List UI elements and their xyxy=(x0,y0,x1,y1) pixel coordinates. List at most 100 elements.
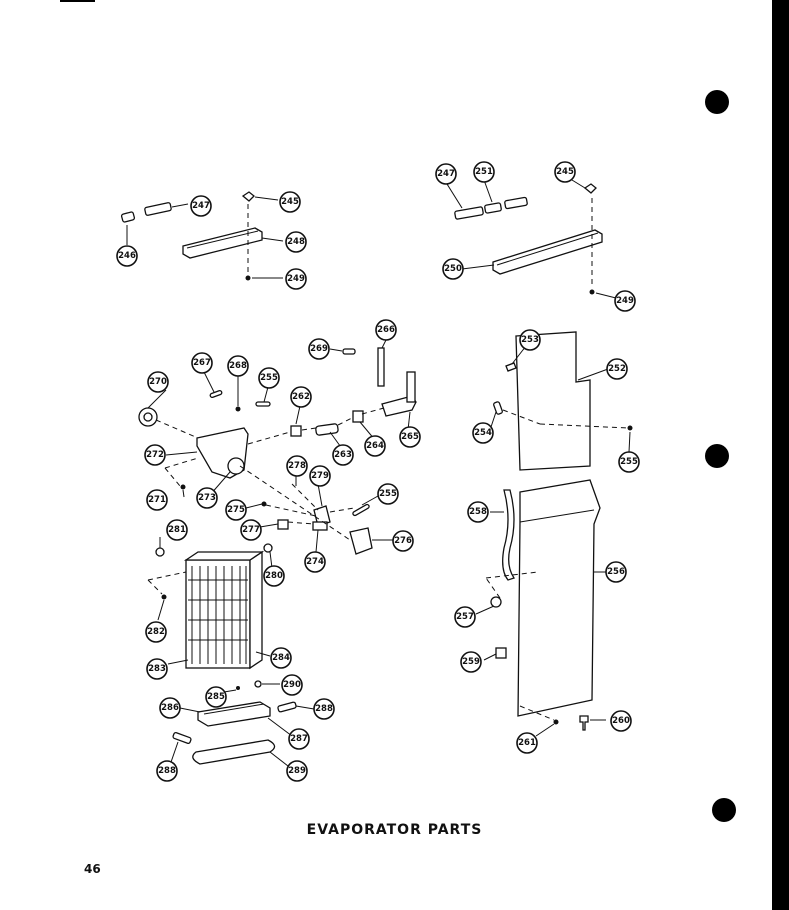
svg-text:267: 267 xyxy=(193,358,211,368)
callout-265: 265 xyxy=(399,426,421,448)
part-256-lower-panel xyxy=(517,479,601,717)
part-254-pin xyxy=(493,401,503,415)
callout-260: 260 xyxy=(610,710,632,732)
callout-281: 281 xyxy=(166,519,188,541)
callout-269: 269 xyxy=(308,338,330,360)
part-286-drain-trough xyxy=(197,701,271,727)
part-279-bracket xyxy=(313,505,331,527)
svg-text:255: 255 xyxy=(260,373,278,383)
callout-249-right: 249 xyxy=(614,290,636,312)
part-259-clip xyxy=(495,647,507,659)
svg-text:288: 288 xyxy=(158,766,176,776)
part-289-heater xyxy=(192,739,276,765)
svg-text:283: 283 xyxy=(148,664,166,674)
svg-text:248: 248 xyxy=(287,237,305,247)
callout-288-left: 288 xyxy=(156,760,178,782)
callout-249-left: 249 xyxy=(285,268,307,290)
callout-257: 257 xyxy=(454,606,476,628)
part-249-screw-right xyxy=(589,289,595,295)
svg-text:260: 260 xyxy=(612,716,630,726)
svg-text:257: 257 xyxy=(456,612,474,622)
svg-text:245: 245 xyxy=(281,197,299,207)
callout-245-right: 245 xyxy=(554,161,576,183)
part-282-screw xyxy=(161,594,167,600)
svg-text:263: 263 xyxy=(334,450,352,460)
svg-text:286: 286 xyxy=(161,703,179,713)
callout-272: 272 xyxy=(144,444,166,466)
binder-hole-middle xyxy=(705,444,729,468)
callout-252: 252 xyxy=(606,358,628,380)
callout-285: 285 xyxy=(205,686,227,708)
callout-286: 286 xyxy=(159,697,181,719)
svg-text:289: 289 xyxy=(288,766,306,776)
svg-text:282: 282 xyxy=(147,627,165,637)
part-257-plug xyxy=(490,596,502,608)
callout-259: 259 xyxy=(460,651,482,673)
part-255-screw-lower xyxy=(352,503,370,517)
part-274-support xyxy=(312,521,328,531)
part-276-motor xyxy=(349,527,373,555)
callout-270: 270 xyxy=(147,371,169,393)
part-285-screw xyxy=(236,686,240,690)
part-247-end-right xyxy=(504,196,528,210)
svg-text:245: 245 xyxy=(556,167,574,177)
svg-text:272: 272 xyxy=(146,450,164,460)
callout-264: 264 xyxy=(364,435,386,457)
svg-text:276: 276 xyxy=(394,536,412,546)
callout-253: 253 xyxy=(519,329,541,351)
svg-text:252: 252 xyxy=(608,364,626,374)
callout-273: 273 xyxy=(196,487,218,509)
callout-287: 287 xyxy=(288,728,310,750)
svg-text:262: 262 xyxy=(292,392,310,402)
part-288-clip-right xyxy=(277,701,297,713)
callout-248: 248 xyxy=(285,231,307,253)
callout-254: 254 xyxy=(472,422,494,444)
part-268-nut xyxy=(235,406,241,412)
callout-250: 250 xyxy=(442,258,464,280)
part-251-sleeve xyxy=(484,202,502,214)
callout-255-right: 255 xyxy=(618,451,640,473)
svg-text:284: 284 xyxy=(272,653,290,663)
svg-text:278: 278 xyxy=(288,461,306,471)
svg-text:274: 274 xyxy=(306,557,324,567)
part-245-clip-left xyxy=(241,191,255,202)
callout-266: 266 xyxy=(375,319,397,341)
part-248-rail-left xyxy=(182,227,263,259)
callout-284: 284 xyxy=(270,647,292,669)
part-264-clip xyxy=(352,410,364,423)
svg-text:281: 281 xyxy=(168,525,186,535)
svg-text:266: 266 xyxy=(377,325,395,335)
svg-text:256: 256 xyxy=(607,567,625,577)
part-260-knob xyxy=(579,715,589,731)
svg-text:258: 258 xyxy=(469,507,487,517)
callout-267: 267 xyxy=(191,352,213,374)
callout-288-right: 288 xyxy=(313,698,335,720)
callout-263: 263 xyxy=(332,444,354,466)
part-250-rail-right xyxy=(492,229,603,275)
callout-271: 271 xyxy=(146,489,168,511)
part-271-screw xyxy=(180,484,186,490)
part-249-screw-left xyxy=(245,275,251,281)
svg-text:254: 254 xyxy=(474,428,492,438)
callout-282: 282 xyxy=(145,621,167,643)
svg-text:290: 290 xyxy=(283,680,301,690)
part-255-screw-upper xyxy=(255,401,271,407)
svg-text:251: 251 xyxy=(475,167,493,177)
callout-245-left: 245 xyxy=(279,191,301,213)
callout-258: 258 xyxy=(467,501,489,523)
callout-251-upper: 251 xyxy=(473,161,495,183)
page-number: 46 xyxy=(84,862,101,876)
part-273-fan-hub xyxy=(227,457,245,475)
evaporator-coil xyxy=(147,537,315,767)
part-266-bracket-upright xyxy=(406,371,416,403)
binder-hole-bottom xyxy=(712,798,736,822)
callout-247-left: 247 xyxy=(190,195,212,217)
callout-279: 279 xyxy=(309,465,331,487)
part-275-screw xyxy=(261,501,267,507)
callout-275: 275 xyxy=(225,499,247,521)
svg-text:261: 261 xyxy=(518,738,536,748)
svg-text:246: 246 xyxy=(118,251,136,261)
svg-text:279: 279 xyxy=(311,471,329,481)
svg-text:277: 277 xyxy=(242,525,260,535)
